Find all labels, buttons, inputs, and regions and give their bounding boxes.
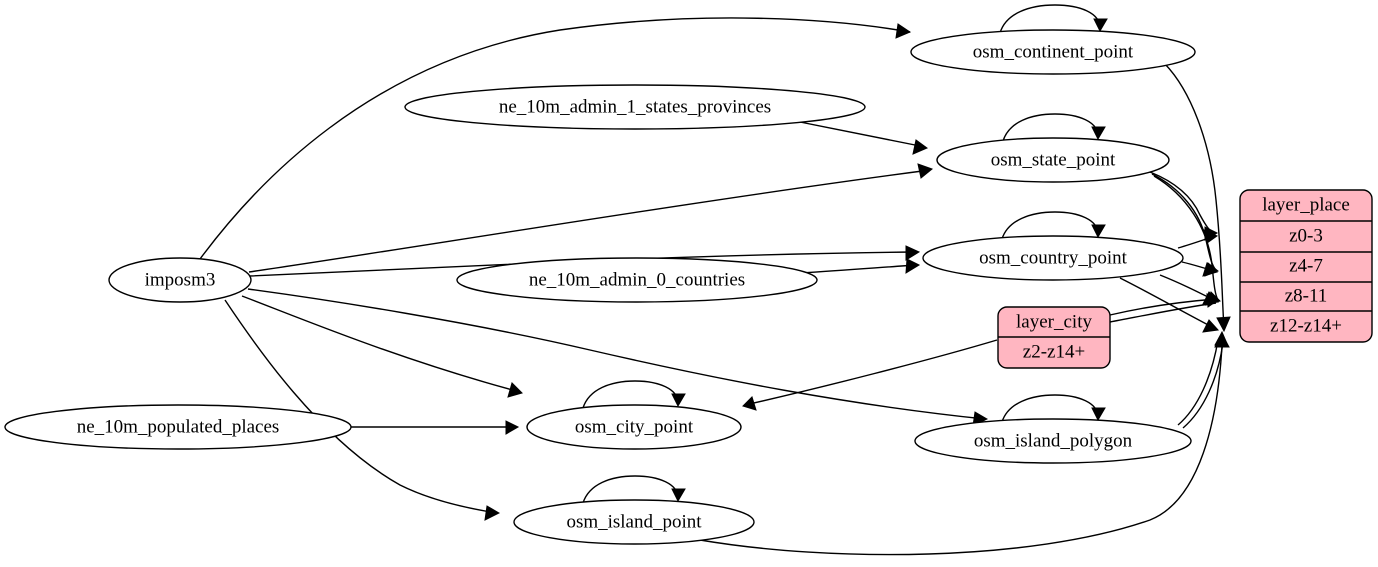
edge-osm_continent_point-to-layer_place-z12	[1164, 63, 1231, 333]
osm-country-point-ellipse[interactable]	[922, 235, 1184, 281]
edge-osm_country_point-to-layer_place-z4	[1181, 261, 1219, 277]
record-node-layer_city[interactable]: layer_city z2-z14+	[997, 306, 1111, 369]
node-osm_city_point[interactable]: osm_city_point	[526, 404, 742, 450]
layer-city-header: layer_city	[1016, 311, 1092, 332]
edge-layer	[199, 4, 1231, 556]
edge-imposm3-to-osm_continent_point	[199, 17, 912, 260]
self-loop-osm_continent_point	[999, 4, 1108, 34]
layer-place-header: layer_place	[1262, 194, 1350, 215]
layer-place-row-z8-11[interactable]: z8-11	[1285, 285, 1328, 306]
self-loop-osm_country_point	[1001, 211, 1106, 240]
edge-layer_city-to-osm_city_point	[742, 339, 998, 411]
node-osm_continent_point[interactable]: osm_continent_point	[910, 29, 1196, 75]
ne-states-provinces-ellipse[interactable]	[404, 84, 866, 130]
edge-imposm3-to-osm_state_point	[248, 163, 934, 273]
layer-place-box[interactable]	[1239, 189, 1373, 343]
osm-city-point-label: osm_city_point	[575, 416, 694, 437]
edge-ne_countries-to-osm_country_point	[799, 258, 921, 274]
self-loop-osm_city_point	[582, 380, 686, 409]
layer-place-row-z4-7[interactable]: z4-7	[1289, 255, 1323, 276]
edge-osm_island_point-to-layer_place-z12	[699, 332, 1230, 556]
osm-island-point-label: osm_island_point	[566, 511, 702, 532]
layer-city-row-z2-z14plus[interactable]: z2-z14+	[1023, 341, 1085, 362]
edge-osm_state_point-to-layer_place-z0	[1149, 171, 1219, 241]
edge-ne_populated-to-osm_city_point	[351, 420, 520, 435]
node-osm_island_polygon[interactable]: osm_island_polygon	[914, 418, 1192, 464]
ne-populated-places-ellipse[interactable]	[4, 404, 352, 450]
layer-place-row-z12-z14plus[interactable]: z12-z14+	[1270, 315, 1342, 336]
self-loop-osm_island_point	[582, 475, 686, 504]
osm-state-point-label: osm_state_point	[991, 149, 1116, 170]
osm-country-point-label: osm_country_point	[979, 247, 1127, 268]
osm-island-point-ellipse[interactable]	[513, 499, 755, 545]
edge-layer_city-to-layer_place-z8	[1109, 293, 1219, 323]
layer-place-row-z0-3[interactable]: z0-3	[1289, 225, 1323, 246]
ne-states-provinces-label: ne_10m_admin_1_states_provinces	[499, 96, 771, 117]
osm-city-point-ellipse[interactable]	[526, 404, 742, 450]
node-osm_country_point[interactable]: osm_country_point	[922, 235, 1184, 281]
ne-countries-label: ne_10m_admin_0_countries	[529, 269, 745, 290]
node-osm_state_point[interactable]: osm_state_point	[936, 137, 1170, 183]
node-ne_10m_admin_1_states_provinces[interactable]: ne_10m_admin_1_states_provinces	[404, 84, 866, 130]
node-imposm3[interactable]: imposm3	[108, 257, 252, 303]
osm-island-polygon-ellipse[interactable]	[914, 418, 1192, 464]
self-loop-osm_state_point	[1002, 113, 1106, 142]
imposm3-label: imposm3	[145, 269, 216, 290]
node-layer: imposm3 ne_10m_admin_1_states_provinces …	[4, 29, 1196, 545]
node-ne_10m_populated_places[interactable]: ne_10m_populated_places	[4, 404, 352, 450]
self-loop-osm_island_polygon	[1001, 394, 1106, 423]
osm-continent-point-label: osm_continent_point	[973, 41, 1134, 62]
imposm3-ellipse[interactable]	[108, 257, 252, 303]
osm-island-polygon-label: osm_island_polygon	[974, 430, 1133, 451]
record-node-layer_place[interactable]: layer_place z0-3 z4-7 z8-11 z12-z14+	[1239, 189, 1373, 343]
edge-imposm3-to-osm_island_point	[224, 299, 501, 521]
edge-osm_country_point-to-layer_place-z0	[1177, 229, 1218, 249]
ne-countries-ellipse[interactable]	[456, 257, 818, 303]
ne-populated-places-label: ne_10m_populated_places	[77, 416, 280, 437]
edge-ne_states-to-osm_state_point	[799, 121, 929, 155]
edge-osm_country_point-to-layer_place-z12	[1119, 277, 1220, 333]
osm-continent-point-ellipse[interactable]	[910, 29, 1196, 75]
node-osm_island_point[interactable]: osm_island_point	[513, 499, 755, 545]
edge-imposm3-to-osm_city_point	[241, 295, 523, 398]
osm-state-point-ellipse[interactable]	[936, 137, 1170, 183]
node-ne_10m_admin_0_countries[interactable]: ne_10m_admin_0_countries	[456, 257, 818, 303]
